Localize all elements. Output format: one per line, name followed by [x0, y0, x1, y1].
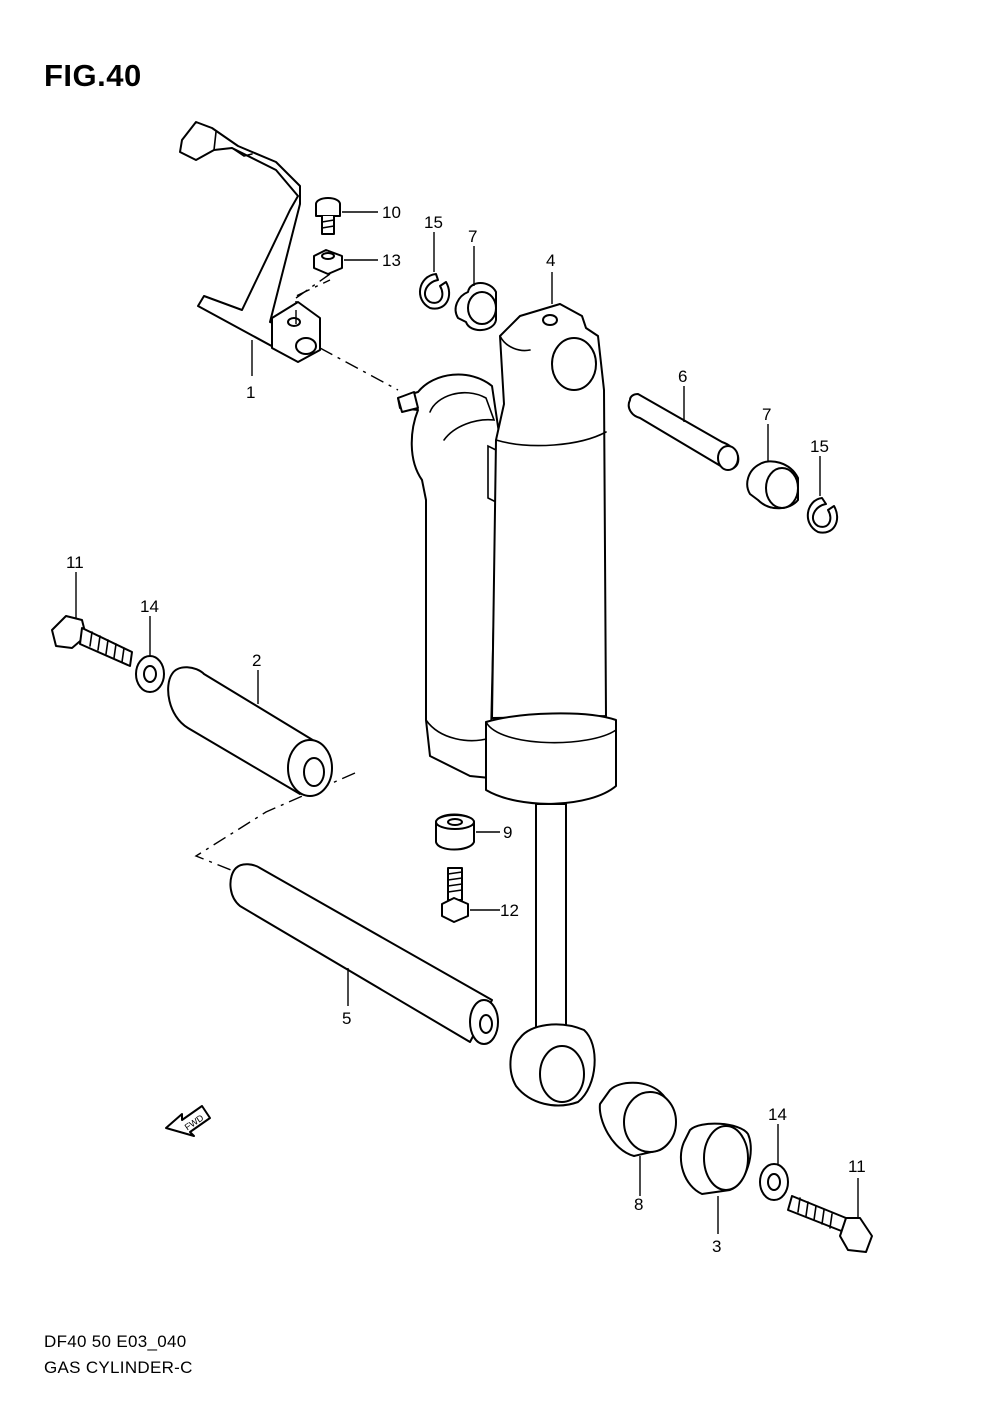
callout-12: 12	[500, 901, 519, 920]
part-14-washer-right	[759, 1124, 789, 1201]
callout-2: 2	[252, 651, 261, 670]
part-6-pin	[627, 386, 740, 471]
callout-6: 6	[678, 367, 687, 386]
diagram-code: DF40 50 E03_040	[44, 1332, 187, 1351]
callout-14-right: 14	[768, 1105, 787, 1124]
part-12-bolt	[441, 867, 500, 923]
part-9-spacer	[435, 813, 500, 851]
callout-3: 3	[712, 1237, 721, 1256]
alignment-line	[295, 273, 331, 299]
callout-15-right: 15	[810, 437, 829, 456]
callout-11-right: 11	[848, 1157, 866, 1176]
callout-13: 13	[382, 251, 401, 270]
part-15-circlip-top	[419, 232, 451, 310]
callout-5: 5	[342, 1009, 351, 1028]
part-7-bushing-top	[454, 246, 497, 331]
callout-11-left: 11	[66, 553, 84, 572]
part-3-collar	[679, 1122, 752, 1234]
callout-1: 1	[246, 383, 255, 402]
fwd-arrow-icon: FWD	[165, 1105, 211, 1137]
figure-title: FIG.40	[44, 58, 142, 93]
alignment-line	[194, 772, 356, 873]
alignment-line	[319, 347, 399, 391]
part-11-bolt-right	[787, 1178, 873, 1253]
part-11-bolt-left	[51, 572, 133, 667]
part-1-bracket	[179, 121, 321, 376]
part-5-shaft	[229, 863, 499, 1045]
part-2-sleeve	[167, 666, 333, 797]
part-15-circlip-right	[807, 456, 839, 534]
callout-7-top: 7	[468, 227, 477, 246]
callout-7-right: 7	[762, 405, 771, 424]
callout-10: 10	[382, 203, 401, 222]
callout-14-left: 14	[140, 597, 159, 616]
part-13-nut	[313, 249, 378, 275]
part-14-washer-left	[135, 616, 165, 693]
callout-15-top: 15	[424, 213, 443, 232]
part-10-bolt	[315, 197, 378, 235]
part-8-bushing-bottom	[598, 1081, 677, 1196]
callout-9: 9	[503, 823, 512, 842]
diagram-name: GAS CYLINDER-C	[44, 1358, 193, 1377]
callout-8: 8	[634, 1195, 643, 1214]
alignment-line	[295, 279, 331, 324]
part-7-bushing-right	[746, 424, 799, 510]
callout-4: 4	[546, 251, 555, 270]
part-4-gas-cylinder	[397, 272, 617, 1107]
